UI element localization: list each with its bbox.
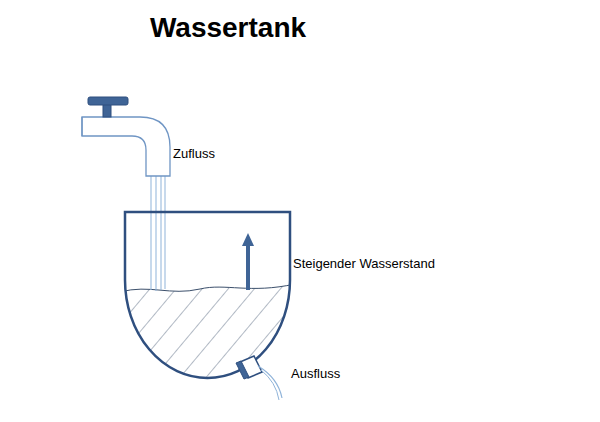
diagram-title: Wassertank bbox=[150, 12, 306, 44]
rising-arrow bbox=[242, 233, 254, 290]
water-body bbox=[120, 284, 295, 400]
outflow-label: Ausfluss bbox=[291, 366, 340, 381]
water-level-label: Steigender Wasserstand bbox=[293, 256, 435, 271]
tank-outline bbox=[125, 212, 290, 378]
inflow-label: Zufluss bbox=[173, 146, 215, 161]
water-stream bbox=[151, 176, 165, 291]
faucet bbox=[82, 97, 170, 176]
outlet-pipe bbox=[236, 356, 282, 400]
